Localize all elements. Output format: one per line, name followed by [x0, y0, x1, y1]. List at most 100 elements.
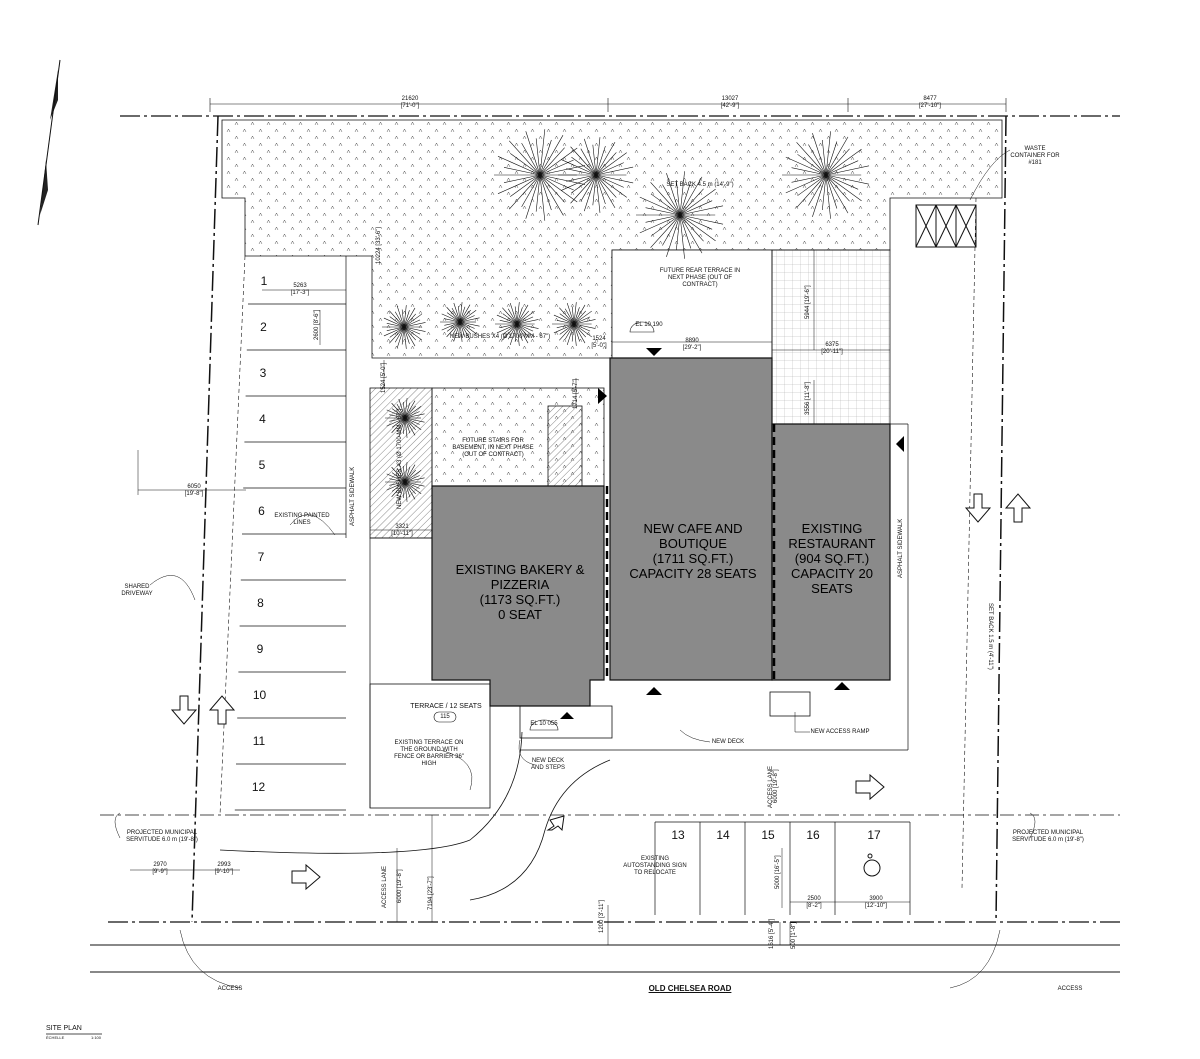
traffic-arrows [170, 493, 1032, 891]
access-lane-left-label: ACCESS LANE [382, 865, 388, 908]
existing-terrace-label: EXISTING TERRACE ON THE GROUND WITH FENC… [394, 740, 464, 767]
road-label: OLD CHELSEA ROAD [648, 984, 732, 993]
cafe-building [609, 357, 773, 681]
parking-stall-number: 14 [716, 828, 730, 842]
driveway-curve [219, 731, 523, 854]
parking-stall-number: 12 [251, 780, 266, 794]
tree-icon [385, 462, 425, 502]
property-line [100, 115, 1120, 923]
future-terrace-label: FUTURE REAR TERRACE IN NEXT PHASE (OUT O… [659, 268, 741, 288]
road [90, 944, 1120, 973]
dim-grid-depth2: 3556 [11'-8"] [805, 381, 811, 415]
north-arrow-icon [37, 59, 61, 226]
parking-stall-number: 8 [257, 596, 264, 610]
existing-lines-label: EXISTING PAINTED LINES [274, 513, 330, 526]
dim-right-width: 6375[20'-11"] [821, 342, 843, 355]
setback-rear-label: SET BACK 4.5 m (14'-9") [666, 182, 734, 188]
terrace-label: TERRACE / 12 SEATS [410, 703, 482, 710]
dim-top-left: 21620[71'-0"] [400, 96, 420, 109]
dim-rear-depth: 10224 [33'-6"] [376, 227, 382, 264]
parking-stall-number: 9 [256, 642, 264, 656]
parking-stall-number: 3 [259, 366, 267, 380]
dim-left-a: 2970[9'-9"] [152, 862, 168, 875]
site-plan-title: SITE PLAN [46, 1025, 82, 1032]
dim-stall-right-depth: 5000 [16'-5"] [775, 855, 781, 889]
tree-icon [782, 131, 870, 219]
dim-walk-width: 3321[10'-11"] [391, 524, 413, 537]
setback-side-label: SET BACK 1.5 m (4'-11") [987, 603, 993, 670]
dim-bottom-b: 1616 [5'-4"] [769, 918, 775, 949]
inner-lot-line [219, 197, 977, 889]
parking-stall-number: 16 [806, 828, 820, 842]
dim-stall-right-w: 2500[8'-2"] [806, 896, 822, 909]
dim-walk1: 1524 [5'-0"] [381, 362, 387, 393]
parking-stall-number: 13 [671, 828, 685, 842]
accessible-parking-icon [863, 853, 881, 877]
parking-stall-number: 4 [259, 412, 266, 426]
dim-left-setback: 6050[19'-8"] [184, 484, 204, 497]
new-bushes-side-label: NEW BUSHES X3 (Ø 1700 MM - 67") [397, 408, 403, 510]
asphalt-sidewalk-left-label: ASPHALT SIDEWALK [350, 466, 356, 526]
tree-icon [558, 137, 634, 213]
dim-access-left: 6000 [19'-8"] [397, 869, 403, 903]
dim-access-right: 6000 [19'-8"] [773, 769, 779, 803]
shared-driveway-label: SHARED DRIVEWAY [121, 584, 153, 597]
parking-stall-number: 15 [761, 828, 775, 842]
new-ramp-label: NEW ACCESS RAMP [810, 729, 870, 735]
autostanding-label: EXISTING AUTOSTANDING SIGN TO RELOCATE [623, 856, 687, 876]
scale-value: 1:100 [90, 1035, 101, 1040]
dim-stall-depth: 2600 [8'-6"] [314, 309, 320, 340]
asphalt-sidewalk [345, 256, 909, 808]
scale-label: ÉCHELLE [46, 1035, 65, 1040]
dim-cafe-width: 8890[29'-2"] [682, 338, 702, 351]
terrace-tag: 115 [440, 714, 450, 720]
asphalt-sidewalk-right-label: ASPHALT SIDEWALK [898, 518, 904, 578]
new-deck-label: NEW DECK [711, 739, 745, 745]
dim-lane-depth: 7194 [23'-7"] [428, 876, 434, 910]
dim-stall-acc-w: 3900[12'-10"] [865, 896, 887, 909]
parking-stall-number: 10 [252, 688, 267, 702]
tree-icon [440, 302, 480, 342]
dim-top-mid: 13027[42'-9"] [720, 96, 740, 109]
dimension-lines [130, 250, 910, 945]
parking-stall-number: 6 [258, 504, 265, 518]
dim-top-right: 8477[27'-10"] [919, 96, 941, 109]
driveway-curve-front [469, 759, 611, 901]
dim-grid-depth: 5944 [19'-6"] [805, 285, 811, 319]
tree-icon [382, 129, 870, 502]
restaurant-building [771, 423, 891, 681]
future-stairs-label: FUTURE STAIRS FOR BASEMENT, IN NEXT PHAS… [452, 438, 534, 458]
tree-icon [382, 305, 426, 349]
parking-stall-number: 5 [258, 458, 266, 472]
terrace [369, 683, 811, 809]
tree-icon [552, 302, 596, 346]
dim-walk2: 1524[5'-0"] [591, 336, 607, 349]
parking-stalls-front [654, 821, 911, 915]
entrance-markers [560, 348, 904, 719]
parking-stall-number: 17 [867, 828, 881, 842]
top-dimension [209, 98, 1007, 112]
waste-label: WASTE CONTAINER FOR #181 [1010, 146, 1060, 166]
new-deck-steps-label: NEW DECK AND STEPS [530, 758, 565, 771]
leader-lines [114, 149, 1036, 989]
parking-stall-number: 11 [252, 734, 266, 748]
landscape-area [221, 119, 1003, 539]
access-left-label: ACCESS [217, 986, 243, 992]
servitude-right-label: PROJECTED MUNICIPAL SERVITUDE 6.0 m (19'… [1012, 830, 1084, 843]
buildings [431, 357, 891, 707]
dim-walk3: 1714 [5'-7"] [573, 378, 579, 409]
parking-stall-number: 2 [260, 320, 267, 334]
bakery-label: EXISTING BAKERY &PIZZERIA(1173 SQ.FT.)0 … [455, 562, 585, 622]
tree-icon [495, 302, 539, 346]
parking-stalls-left [234, 303, 346, 811]
tree-icon [385, 398, 425, 438]
dim-bottom-c: 500 [1'-8"] [791, 922, 797, 949]
elevation-rear-label: EL 10 190 [635, 322, 663, 328]
elevation-front-label: EL 10 055 [530, 721, 558, 727]
waste-container-icon [915, 204, 977, 248]
servitude-left-label: PROJECTED MUNICIPAL SERVITUDE 6.0 m (19'… [126, 830, 198, 843]
dim-bottom-a: 1200 [3'-11"] [599, 899, 605, 933]
